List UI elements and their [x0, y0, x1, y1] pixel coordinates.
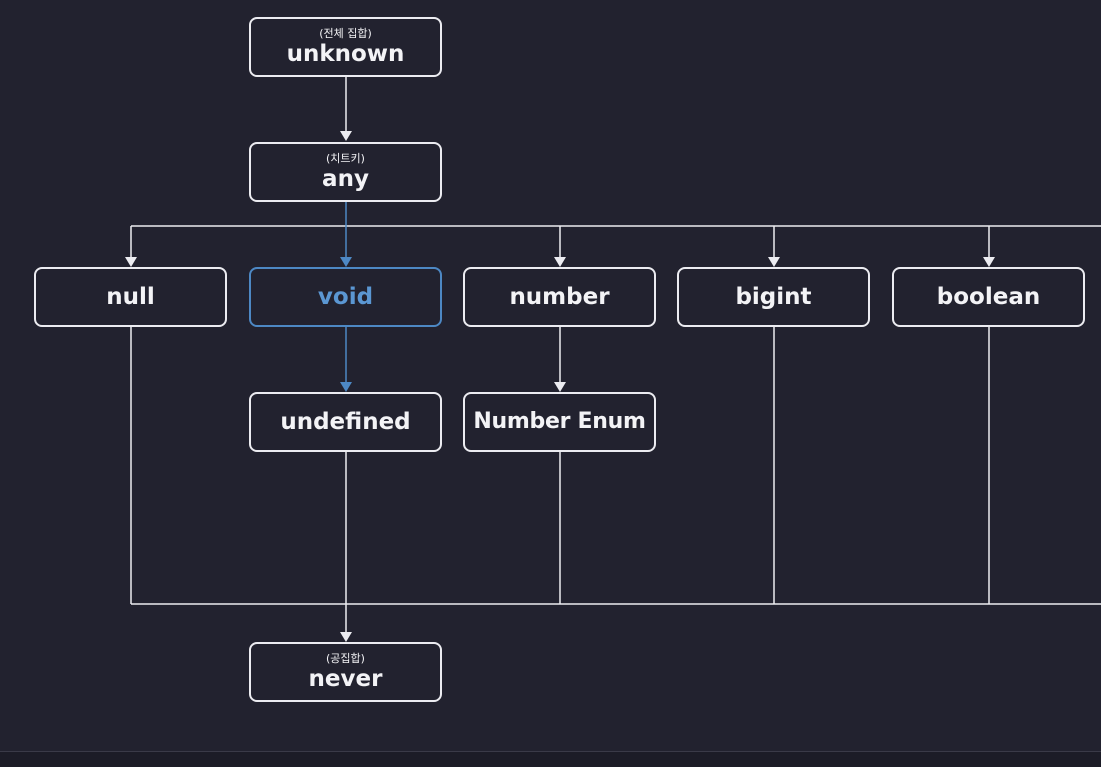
arrowhead: [983, 257, 995, 267]
node-undefined-label: undefined: [280, 409, 411, 435]
node-boolean-label: boolean: [936, 284, 1041, 310]
node-null: null: [34, 267, 227, 327]
node-unknown: (전체 집합) unknown: [249, 17, 442, 77]
node-any-sublabel: (치트키): [326, 152, 365, 165]
arrowhead: [340, 131, 352, 141]
node-never: (공집합) never: [249, 642, 442, 702]
node-number-label: number: [509, 284, 610, 310]
node-never-sublabel: (공집합): [326, 652, 365, 665]
connector-lines: [125, 77, 1101, 642]
node-void: void: [249, 267, 442, 327]
node-bigint: bigint: [677, 267, 870, 327]
arrowhead: [340, 382, 352, 392]
arrowhead: [768, 257, 780, 267]
node-unknown-label: unknown: [286, 41, 405, 67]
node-unknown-sublabel: (전체 집합): [319, 27, 372, 40]
node-null-label: null: [106, 284, 155, 310]
arrowhead: [340, 257, 352, 267]
node-never-label: never: [308, 666, 383, 692]
node-void-label: void: [317, 284, 374, 310]
node-number-enum-label: Number Enum: [473, 409, 646, 434]
type-hierarchy-diagram: (전체 집합) unknown (치트키) any null void numb…: [34, 17, 1101, 702]
node-undefined: undefined: [249, 392, 442, 452]
arrowhead: [554, 382, 566, 392]
node-number: number: [463, 267, 656, 327]
arrowhead: [340, 632, 352, 642]
node-any: (치트키) any: [249, 142, 442, 202]
bottom-strip: [0, 751, 1101, 767]
node-boolean: boolean: [892, 267, 1085, 327]
node-bigint-label: bigint: [735, 284, 812, 310]
node-any-label: any: [322, 166, 369, 192]
arrowhead: [125, 257, 137, 267]
arrowhead: [554, 257, 566, 267]
node-number-enum: Number Enum: [463, 392, 656, 452]
